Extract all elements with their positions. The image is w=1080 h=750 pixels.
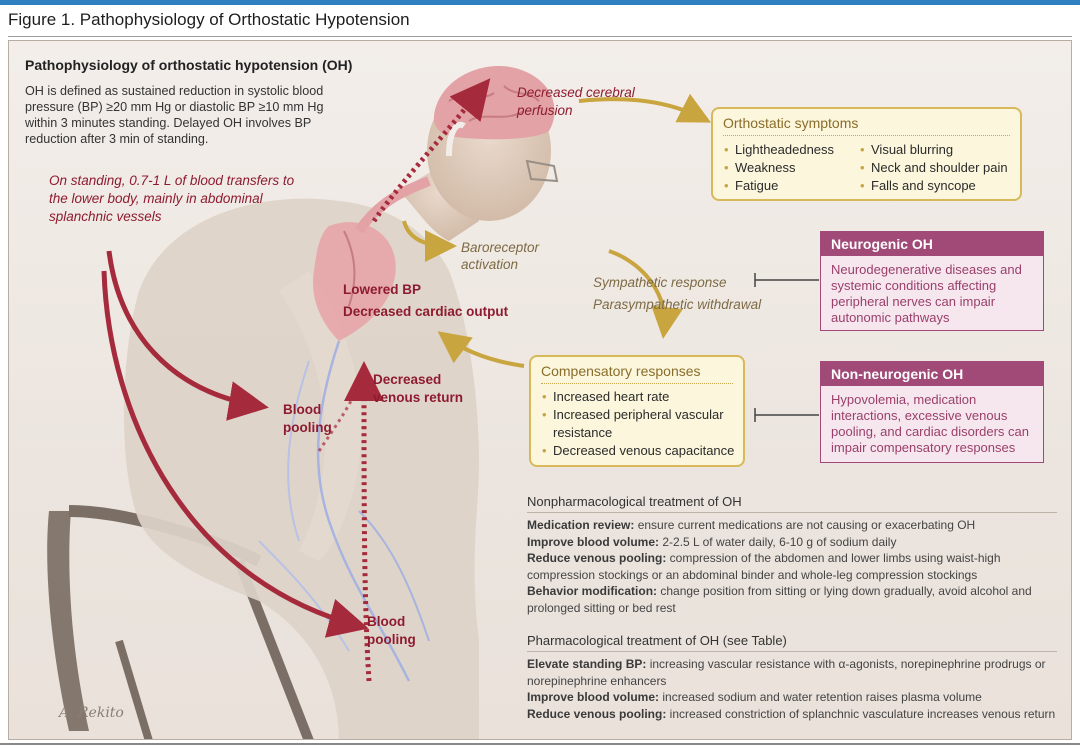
orthostatic-symptoms-box: Orthostatic symptoms Lightheadedness Wea… bbox=[711, 107, 1022, 201]
intro-title: Pathophysiology of orthostatic hypotensi… bbox=[25, 57, 353, 73]
baroreceptor-label: Baroreceptor activation bbox=[461, 240, 540, 272]
pharm-title: Pharmacological treatment of OH (see Tab… bbox=[527, 633, 787, 648]
nonpharm-divider bbox=[527, 512, 1057, 513]
box-divider bbox=[541, 383, 733, 384]
compensatory-item: Decreased venous capacitance bbox=[541, 442, 735, 460]
symptom-item: Falls and syncope bbox=[859, 177, 1008, 195]
lowered-bp-label: Lowered BP bbox=[343, 282, 422, 297]
inhibition-neurogenic bbox=[754, 273, 819, 287]
symptoms-list-col1: Lightheadedness Weakness Fatigue bbox=[723, 141, 834, 195]
venous-return-label: Decreased venous return bbox=[373, 372, 464, 405]
illustration-panel: Pathophysiology of orthostatic hypotensi… bbox=[8, 40, 1072, 740]
symptom-item: Fatigue bbox=[723, 177, 834, 195]
treatment-item: Elevate standing BP: increasing vascular… bbox=[527, 657, 1046, 688]
figure-title: Figure 1. Pathophysiology of Orthostatic… bbox=[8, 10, 410, 29]
treatment-item: Improve blood volume: increased sodium a… bbox=[527, 690, 982, 704]
compensatory-responses-box: Compensatory responses Increased heart r… bbox=[529, 355, 745, 467]
pooling-arrow-upper bbox=[106, 250, 269, 421]
blood-pooling-label-upper: Blood pooling bbox=[283, 402, 332, 435]
pooling-arrow-lower bbox=[101, 270, 369, 638]
non-neurogenic-oh-box: Non-neurogenic OH Hypovolemia, medicatio… bbox=[820, 361, 1044, 463]
treatment-item: Reduce venous pooling: compression of th… bbox=[527, 551, 1001, 582]
inhibition-non-neurogenic bbox=[754, 408, 819, 422]
compensatory-item: Increased heart rate bbox=[541, 388, 735, 406]
non-neurogenic-oh-title: Non-neurogenic OH bbox=[821, 362, 1043, 386]
treatment-item: Reduce venous pooling: increased constri… bbox=[527, 706, 1056, 721]
non-neurogenic-oh-text: Hypovolemia, medication interactions, ex… bbox=[831, 392, 1030, 455]
on-standing-label: On standing, 0.7-1 L of blood transfers … bbox=[49, 173, 295, 224]
symptom-item: Weakness bbox=[723, 159, 834, 177]
symptoms-list-col2: Visual blurring Neck and shoulder pain F… bbox=[859, 141, 1008, 195]
patient-illustration bbox=[47, 66, 819, 739]
flow-arrow-compensatory bbox=[608, 249, 683, 339]
flow-arrow-symptoms bbox=[578, 93, 712, 123]
treatment-item: Behavior modification: change position f… bbox=[527, 584, 1032, 615]
neurogenic-oh-title: Neurogenic OH bbox=[821, 232, 1043, 256]
title-divider bbox=[8, 36, 1072, 37]
compensatory-list: Increased heart rate Increased periphera… bbox=[531, 384, 743, 460]
treatment-item: Improve blood volume: 2-2.5 L of water d… bbox=[527, 534, 897, 549]
orthostatic-symptoms-title: Orthostatic symptoms bbox=[723, 115, 859, 131]
nonpharm-list: Medication review: ensure current medica… bbox=[527, 517, 1059, 616]
compensatory-item: Increased peripheral vascular resistance bbox=[541, 406, 735, 442]
top-accent-bar bbox=[0, 0, 1080, 5]
blood-pooling-label-lower: Blood pooling bbox=[367, 614, 416, 647]
cardiac-output-label: Decreased cardiac output bbox=[343, 304, 509, 319]
nonpharm-title: Nonpharmacological treatment of OH bbox=[527, 494, 742, 509]
flow-arrow-feedback bbox=[437, 331, 525, 368]
neurogenic-oh-text: Neurodegenerative diseases and systemic … bbox=[831, 262, 1022, 325]
parasympathetic-label: Parasympathetic withdrawal bbox=[593, 297, 762, 312]
box-divider bbox=[723, 135, 1010, 136]
cerebral-perfusion-label: Decreased cerebral perfusion bbox=[517, 85, 635, 118]
flow-arrow-baroreceptor bbox=[402, 220, 457, 262]
cerebral-perfusion-dotted bbox=[371, 78, 491, 223]
symptom-item: Visual blurring bbox=[859, 141, 1008, 159]
compensatory-title: Compensatory responses bbox=[541, 363, 701, 379]
neurogenic-oh-box: Neurogenic OH Neurodegenerative diseases… bbox=[820, 231, 1044, 331]
pharm-list: Elevate standing BP: increasing vascular… bbox=[527, 656, 1059, 722]
artist-signature: A. Rekito bbox=[59, 705, 124, 721]
pharm-divider bbox=[527, 651, 1057, 652]
sympathetic-label: Sympathetic response bbox=[593, 275, 727, 290]
bottom-divider bbox=[0, 743, 1080, 745]
treatment-item: Medication review: ensure current medica… bbox=[527, 518, 976, 532]
symptom-item: Neck and shoulder pain bbox=[859, 159, 1008, 177]
intro-text: OH is defined as sustained reduction in … bbox=[25, 84, 324, 146]
symptom-item: Lightheadedness bbox=[723, 141, 834, 159]
